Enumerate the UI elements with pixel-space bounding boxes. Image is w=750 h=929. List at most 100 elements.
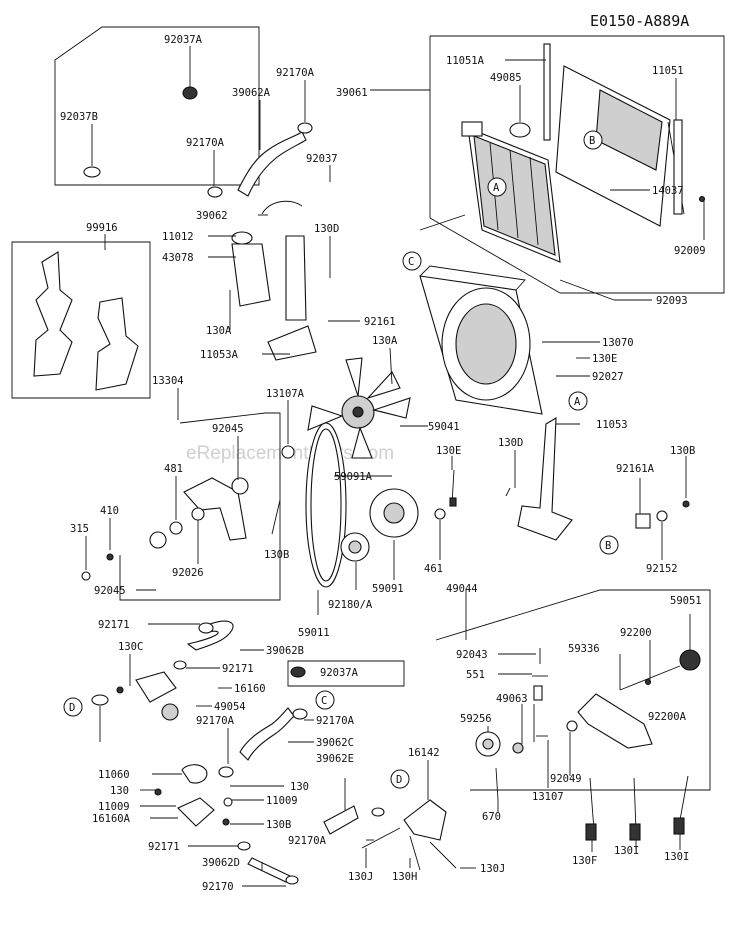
callout-b-top: B — [589, 135, 595, 147]
label-130b-lower: 130B — [266, 819, 291, 831]
bolts — [271, 469, 511, 535]
label-130j-left: 130J — [348, 871, 373, 883]
label-49063: 49063 — [496, 693, 528, 705]
label-92009: 92009 — [674, 245, 706, 257]
callout-a-top: A — [493, 182, 500, 194]
label-39062d: 39062D — [202, 857, 240, 869]
label-130a-right: 130A — [372, 335, 398, 347]
part-labels: 92037A 92037B 92170A 39062A 39061 11051A… — [60, 34, 706, 893]
label-92171-mid: 92171 — [222, 663, 254, 675]
label-92037a-boxed: 92037A — [320, 667, 359, 679]
label-39062b: 39062B — [266, 645, 304, 657]
label-11009-left: 11009 — [98, 801, 130, 813]
label-49085: 49085 — [490, 72, 522, 84]
alternator-bracket — [81, 445, 295, 581]
label-13107: 13107 — [532, 791, 564, 803]
label-99916: 99916 — [86, 222, 118, 234]
label-11053a: 11053A — [200, 349, 239, 361]
label-49054: 49054 — [214, 701, 246, 713]
tensioner-assembly — [361, 648, 548, 871]
label-92161a: 92161A — [616, 463, 655, 475]
label-130-right: 130 — [290, 781, 309, 793]
label-16142: 16142 — [408, 747, 440, 759]
fan-shroud — [419, 265, 543, 415]
bracket-99916 — [33, 251, 139, 391]
label-130d-top: 130D — [314, 223, 339, 235]
label-92026: 92026 — [172, 567, 204, 579]
label-481: 481 — [164, 463, 183, 475]
label-92200a: 92200A — [648, 711, 687, 723]
label-92170a-mid: 92170A — [186, 137, 225, 149]
label-130e-top: 130E — [592, 353, 617, 365]
label-130h: 130H — [392, 871, 417, 883]
label-92093: 92093 — [656, 295, 688, 307]
label-670: 670 — [482, 811, 501, 823]
label-39062a: 39062A — [232, 87, 271, 99]
label-92170: 92170 — [202, 881, 234, 893]
label-59091: 59091 — [372, 583, 404, 595]
callout-c-bottom: C — [321, 695, 327, 707]
fan-belt — [305, 422, 347, 588]
label-59256: 59256 — [460, 713, 492, 725]
label-13107a: 13107A — [266, 388, 305, 400]
label-92161: 92161 — [364, 316, 396, 328]
label-16160a: 16160A — [92, 813, 131, 825]
label-59041: 59041 — [428, 421, 460, 433]
label-43078: 43078 — [162, 252, 194, 264]
radiator — [461, 43, 561, 263]
label-59336: 59336 — [568, 643, 600, 655]
label-92037a-top: 92037A — [164, 34, 203, 46]
label-92180a: 92180/A — [328, 599, 373, 611]
label-551: 551 — [466, 669, 485, 681]
callout-c-top: C — [408, 256, 414, 268]
label-130i-right: 130I — [664, 851, 689, 863]
label-14037: 14037 — [652, 185, 684, 197]
lower-hose-assembly — [91, 620, 385, 885]
label-92045-bottom: 92045 — [94, 585, 126, 597]
label-92037: 92037 — [306, 153, 338, 165]
label-11009-right: 11009 — [266, 795, 298, 807]
label-92200: 92200 — [620, 627, 652, 639]
label-92170a-right: 92170A — [316, 715, 355, 727]
label-13304: 13304 — [152, 375, 184, 387]
label-11051a: 11051A — [446, 55, 485, 67]
label-92027: 92027 — [592, 371, 624, 383]
label-11060: 11060 — [98, 769, 130, 781]
diagram-code: E0150-A889A — [590, 12, 689, 30]
label-39061: 39061 — [336, 87, 368, 99]
label-461: 461 — [424, 563, 443, 575]
label-16160: 16160 — [234, 683, 266, 695]
label-92152: 92152 — [646, 563, 678, 575]
label-315: 315 — [70, 523, 89, 535]
leader-lines — [85, 46, 705, 887]
label-39062c: 39062C — [316, 737, 354, 749]
label-39062: 39062 — [196, 210, 228, 222]
reservoir-tank — [231, 200, 317, 361]
label-92045-top: 92045 — [212, 423, 244, 435]
label-130d-mid: 130D — [498, 437, 523, 449]
label-410: 410 — [100, 505, 119, 517]
label-11051: 11051 — [652, 65, 684, 77]
callout-b-right: B — [605, 540, 611, 552]
label-59091a: 59091A — [334, 471, 373, 483]
label-130c: 130C — [118, 641, 143, 653]
label-11012: 11012 — [162, 231, 194, 243]
label-92049: 92049 — [550, 773, 582, 785]
label-92170a-bottom: 92170A — [288, 835, 327, 847]
callout-d-bottom: D — [396, 774, 402, 786]
label-92171-top: 92171 — [98, 619, 130, 631]
label-92170a-lower: 92170A — [196, 715, 235, 727]
label-92043: 92043 — [456, 649, 488, 661]
radiator-screen — [555, 65, 706, 227]
callout-d-left: D — [69, 702, 75, 714]
label-92170a-top: 92170A — [276, 67, 315, 79]
label-92037b: 92037B — [60, 111, 98, 123]
group-frames — [11, 26, 725, 791]
label-130i-left: 130I — [614, 845, 639, 857]
label-11053: 11053 — [596, 419, 628, 431]
label-92171-lower: 92171 — [148, 841, 180, 853]
label-130f: 130F — [572, 855, 597, 867]
callout-circles: B A C A B D C D — [63, 130, 619, 789]
